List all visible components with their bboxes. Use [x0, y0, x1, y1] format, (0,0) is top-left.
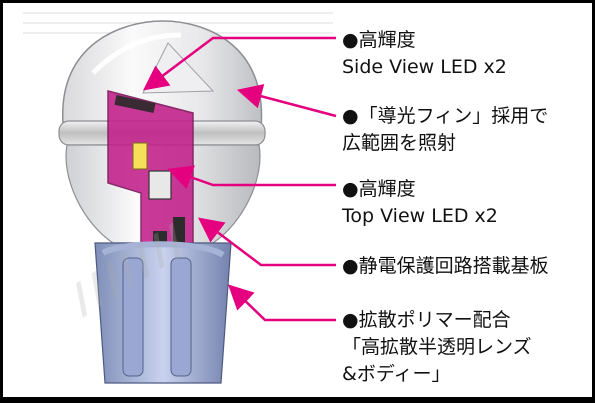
chip-component	[148, 170, 172, 200]
feature-detail: Top View LED x2	[342, 205, 498, 227]
product-diagram: /////// ●高輝度 Side View LED x2 ●「導光フィン」採用…	[3, 3, 592, 397]
feature-detail: 「高拡散半透明レンズ	[342, 336, 532, 358]
feature-diffusion-lens: ●拡散ポリマー配合 「高拡散半透明レンズ &ボディー」	[342, 307, 532, 388]
feature-detail: Side View LED x2	[342, 56, 507, 78]
callout-lines	[143, 36, 337, 322]
feature-title: ●拡散ポリマー配合	[342, 309, 511, 331]
feature-light-guide-fin: ●「導光フィン」採用で 広範囲を照射	[342, 103, 548, 157]
feature-title: ●高輝度	[342, 29, 416, 51]
feature-title: ●静電保護回路搭載基板	[342, 255, 549, 277]
feature-title: ●「導光フィン」採用で	[342, 105, 549, 127]
led-bulb-illustration	[23, 12, 337, 384]
feature-detail: 広範囲を照射	[342, 132, 457, 154]
feature-side-view-led: ●高輝度 Side View LED x2	[342, 27, 507, 81]
feature-detail: &ボディー」	[342, 363, 451, 385]
feature-top-view-led: ●高輝度 Top View LED x2	[342, 176, 498, 230]
side-view-led	[132, 142, 148, 170]
feature-title: ●高輝度	[342, 178, 416, 200]
feature-esd-protection: ●静電保護回路搭載基板	[342, 253, 549, 280]
